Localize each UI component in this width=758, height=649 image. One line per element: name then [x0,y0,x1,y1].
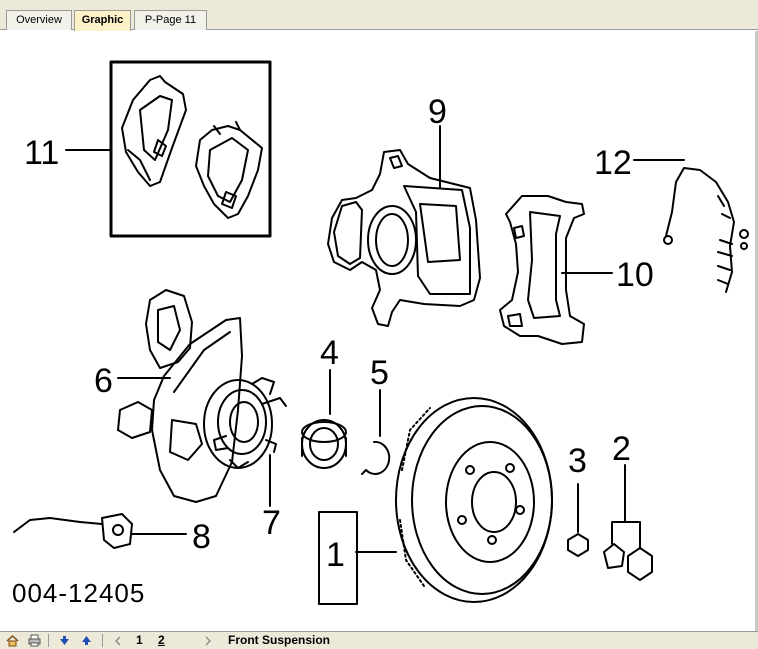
callout-4: 4 [320,334,339,372]
tab-bar: Overview Graphic P-Page 11 [0,0,758,31]
print-icon[interactable] [26,633,42,648]
callout-2: 2 [612,430,631,468]
page-next-icon[interactable] [200,633,216,648]
status-bar: 1 2 Front Suspension [0,631,758,649]
diagram-canvas: 11 9 12 10 6 4 5 2 3 7 8 1 004-12405 [0,31,758,631]
callout-9: 9 [428,93,447,131]
tab-p-page-11[interactable]: P-Page 11 [134,10,207,30]
brake-hose-drawing [663,167,749,293]
page-prev-icon[interactable] [110,633,126,648]
callout-8: 8 [192,518,211,556]
front-suspension-diagram: 11 9 12 10 6 4 5 2 3 7 8 1 004-12405 [12,60,749,608]
brake-pads-drawing [109,60,272,238]
tab-overview[interactable]: Overview [6,10,72,30]
callout-10: 10 [616,256,654,294]
arrow-up-icon[interactable] [78,633,94,648]
hub-bearing-drawing [203,377,287,469]
callout-5: 5 [370,354,389,392]
home-icon[interactable] [4,633,20,648]
callout-6: 6 [94,362,113,400]
caliper-bracket-drawing [499,195,585,345]
callout-7: 7 [262,504,281,542]
caliper-drawing [327,149,481,327]
page-2-link[interactable]: 2 [158,633,165,647]
tab-graphic[interactable]: Graphic [74,10,131,31]
nut-drawing [567,533,589,557]
bolt-washer-drawing [603,543,653,581]
steering-knuckle-drawing [117,289,243,503]
speed-sensor-drawing [13,513,133,549]
page-1-link[interactable]: 1 [136,633,143,647]
bearing-ring-drawing [301,419,347,469]
callout-3: 3 [568,442,587,480]
callout-12: 12 [594,144,632,182]
brake-rotor-drawing [395,397,553,603]
figure-code: 004-12405 [12,578,145,608]
callout-1: 1 [326,536,345,574]
callout-11: 11 [24,134,59,172]
snap-ring-drawing [361,440,391,475]
arrow-down-icon[interactable] [56,633,72,648]
section-title: Front Suspension [228,633,330,647]
